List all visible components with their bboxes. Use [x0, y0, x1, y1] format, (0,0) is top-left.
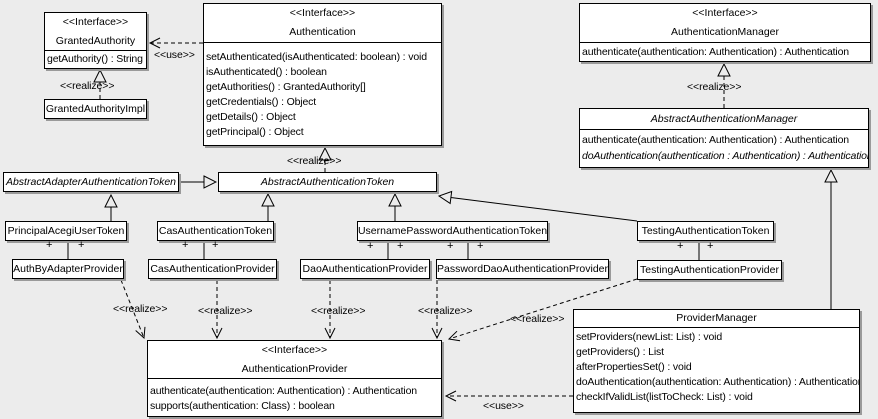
class-box-abstract-adapter-authentication-token[interactable]: AbstractAdapterAuthenticationToken	[3, 172, 179, 192]
class-name: AbstractAuthenticationManager	[580, 109, 868, 130]
association-plus: +	[367, 240, 374, 252]
method-item: setProviders(newList: List) : void	[576, 331, 723, 343]
method-item: getDetails() : Object	[206, 111, 296, 123]
class-box-authentication[interactable]: <<Interface>> Authentication setAuthenti…	[203, 3, 442, 146]
method-item: supports(authentication: Class) : boolea…	[150, 400, 335, 412]
class-box-authentication-provider[interactable]: <<Interface>> AuthenticationProvider aut…	[147, 340, 442, 417]
association-plus: +	[46, 239, 53, 251]
class-name: Authentication	[289, 26, 356, 38]
use-label: <<use>>	[483, 400, 524, 412]
class-name: AuthenticationProvider	[241, 362, 348, 375]
class-box-testing-authentication-provider[interactable]: TestingAuthenticationProvider	[637, 260, 782, 280]
realize-label: <<realize>>	[287, 155, 342, 167]
class-name: TestingAuthenticationProvider	[640, 263, 779, 276]
class-box-testing-authentication-token[interactable]: TestingAuthenticationToken	[637, 221, 774, 241]
method-item: getAuthority() : String	[47, 53, 143, 65]
class-name: UsernamePasswordAuthenticationToken	[357, 224, 548, 237]
class-box-abstract-authentication-manager[interactable]: AbstractAuthenticationManager authentica…	[579, 108, 869, 168]
method-item: authenticate(authentication: Authenticat…	[150, 385, 417, 397]
realize-label: <<realize>>	[510, 313, 565, 325]
association-plus: +	[477, 240, 484, 252]
class-name: DaoAuthenticationProvider	[302, 262, 428, 275]
generalization-testing-token	[439, 196, 638, 222]
association-plus: +	[182, 239, 189, 251]
method-item: isAuthenticated() : boolean	[206, 66, 327, 78]
method-item: doAuthentication(authentication: Authent…	[576, 376, 859, 388]
class-box-cas-authentication-token[interactable]: CasAuthenticationToken	[157, 221, 274, 241]
stereotype-interface: <<Interface>>	[62, 15, 129, 28]
association-plus: +	[707, 240, 714, 252]
class-name: AbstractAuthenticationToken	[260, 175, 395, 188]
class-box-dao-authentication-provider[interactable]: DaoAuthenticationProvider	[300, 259, 430, 279]
class-box-granted-authority[interactable]: <<Interface>> GrantedAuthority getAuthor…	[44, 12, 147, 69]
stereotype-interface: <<Interface>>	[261, 343, 328, 356]
class-box-provider-manager[interactable]: ProviderManager setProviders(newList: Li…	[573, 309, 860, 413]
class-box-username-password-authentication-token[interactable]: UsernamePasswordAuthenticationToken	[357, 221, 548, 241]
association-plus: +	[212, 239, 219, 251]
method-item: checkIfValidList(listToCheck: List) : vo…	[576, 391, 753, 403]
class-name: AbstractAdapterAuthenticationToken	[5, 175, 177, 188]
method-item: getAuthorities() : GrantedAuthority[]	[206, 81, 366, 93]
class-box-abstract-authentication-token[interactable]: AbstractAuthenticationToken	[218, 172, 437, 192]
realize-label: <<realize>>	[311, 305, 366, 317]
association-plus: +	[677, 240, 684, 252]
stereotype-interface: <<Interface>>	[692, 7, 758, 19]
class-name: GrantedAuthorityImpl	[45, 102, 146, 115]
class-name: GrantedAuthority	[55, 34, 136, 47]
class-box-cas-authentication-provider[interactable]: CasAuthenticationProvider	[148, 259, 277, 279]
association-plus: +	[397, 240, 404, 252]
class-box-auth-by-adapter-provider[interactable]: AuthByAdapterProvider	[12, 259, 124, 279]
class-name: TestingAuthenticationToken	[641, 224, 770, 237]
use-label: <<use>>	[154, 49, 195, 61]
method-item: authenticate(authentication: Authenticat…	[582, 134, 849, 146]
association-plus: +	[447, 240, 454, 252]
class-name: CasAuthenticationToken	[158, 224, 273, 237]
class-name: PasswordDaoAuthenticationProvider	[437, 262, 609, 275]
class-name: CasAuthenticationProvider	[150, 262, 275, 275]
method-item: afterPropertiesSet() : void	[576, 361, 692, 373]
realize-label: <<realize>>	[418, 305, 473, 317]
class-box-principal-acegi-user-token[interactable]: PrincipalAcegiUserToken	[5, 221, 127, 241]
method-item: setAuthenticated(isAuthenticated: boolea…	[206, 51, 427, 63]
class-box-authentication-manager[interactable]: <<Interface>> AuthenticationManager auth…	[579, 3, 871, 62]
method-item: getPrincipal() : Object	[206, 126, 304, 138]
method-item: getCredentials() : Object	[206, 96, 317, 108]
method-item: getProviders() : List	[576, 346, 664, 358]
realize-label: <<realize>>	[687, 81, 742, 93]
realize-label: <<realize>>	[198, 305, 253, 317]
association-plus: +	[78, 239, 85, 251]
stereotype-interface: <<Interface>>	[289, 7, 356, 19]
class-name: AuthenticationManager	[671, 26, 779, 38]
class-box-password-dao-authentication-provider[interactable]: PasswordDaoAuthenticationProvider	[436, 259, 609, 279]
class-name: AuthByAdapterProvider	[13, 262, 123, 275]
class-name: ProviderManager	[574, 310, 859, 328]
class-box-granted-authority-impl[interactable]: GrantedAuthorityImpl	[44, 99, 147, 119]
realize-label: <<realize>>	[113, 303, 168, 315]
realize-label: <<realize>>	[60, 80, 115, 92]
class-name: PrincipalAcegiUserToken	[7, 224, 125, 237]
method-item: authenticate(authentication: Authenticat…	[582, 46, 849, 58]
method-item: doAuthentication(authentication : Authen…	[582, 150, 868, 162]
